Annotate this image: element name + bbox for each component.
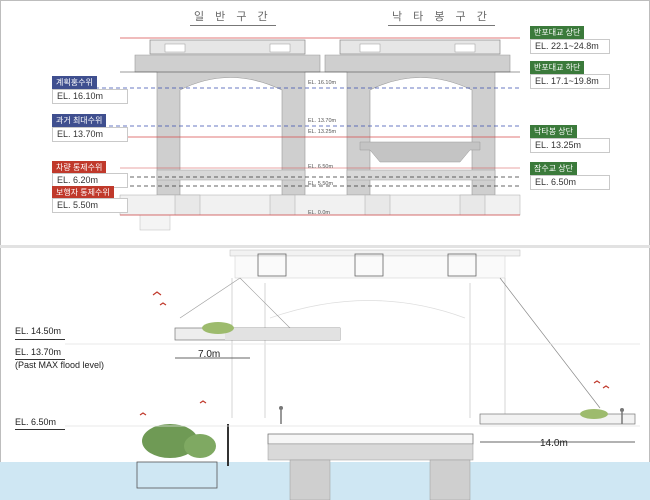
left-level-title: 계획홍수위 [52, 76, 97, 89]
right-level-title: 반포대교 상단 [530, 26, 585, 39]
left-level-title: 과거 최대수위 [52, 114, 107, 127]
center-mark: EL. 5.50m [308, 181, 334, 187]
elevation-label-low: EL. 6.50m [15, 417, 57, 427]
elevation-underline [15, 359, 65, 360]
elevation-label-high: EL. 14.50m [15, 326, 62, 336]
center-mark: EL. 0.0m [308, 210, 331, 216]
right-level-value: EL. 22.1~24.8m [530, 39, 610, 54]
center-mark: EL. 13.25m [308, 129, 337, 135]
dimension-left: 7.0m [198, 349, 221, 360]
left-level-value: EL. 13.70m [52, 127, 128, 142]
left-level-title: 보행자 통제수위 [52, 186, 114, 199]
right-level-title: 낙타봉 상단 [530, 125, 578, 138]
right-level-value: EL. 17.1~19.8m [530, 74, 610, 89]
elevation-underline [15, 429, 65, 430]
elevation-note: (Past MAX flood level) [15, 360, 105, 370]
elevation-label-mid: EL. 13.70m [15, 347, 62, 357]
right-level-title: 반포대교 하단 [530, 61, 585, 74]
center-mark: EL. 16.10m [308, 80, 337, 86]
bridge-section-drawing [60, 37, 521, 231]
elevation-underline [15, 339, 65, 340]
dimension-right: 14.0m [540, 438, 568, 449]
center-mark: EL. 13.70m [308, 118, 337, 124]
left-level-title: 차량 통제수위 [52, 161, 107, 174]
section-title-sunset: 낙 타 봉 구 간 [388, 8, 495, 26]
right-level-title: 잠수교 상단 [530, 162, 578, 175]
left-level-value: EL. 5.50m [52, 198, 128, 213]
section-divider [0, 245, 650, 248]
bridge-elevation-drawing [0, 249, 650, 500]
section-title-general: 일 반 구 간 [190, 8, 276, 26]
right-level-value: EL. 13.25m [530, 138, 610, 153]
right-level-value: EL. 6.50m [530, 175, 610, 190]
left-level-value: EL. 16.10m [52, 89, 128, 104]
center-mark: EL. 6.50m [308, 164, 334, 170]
